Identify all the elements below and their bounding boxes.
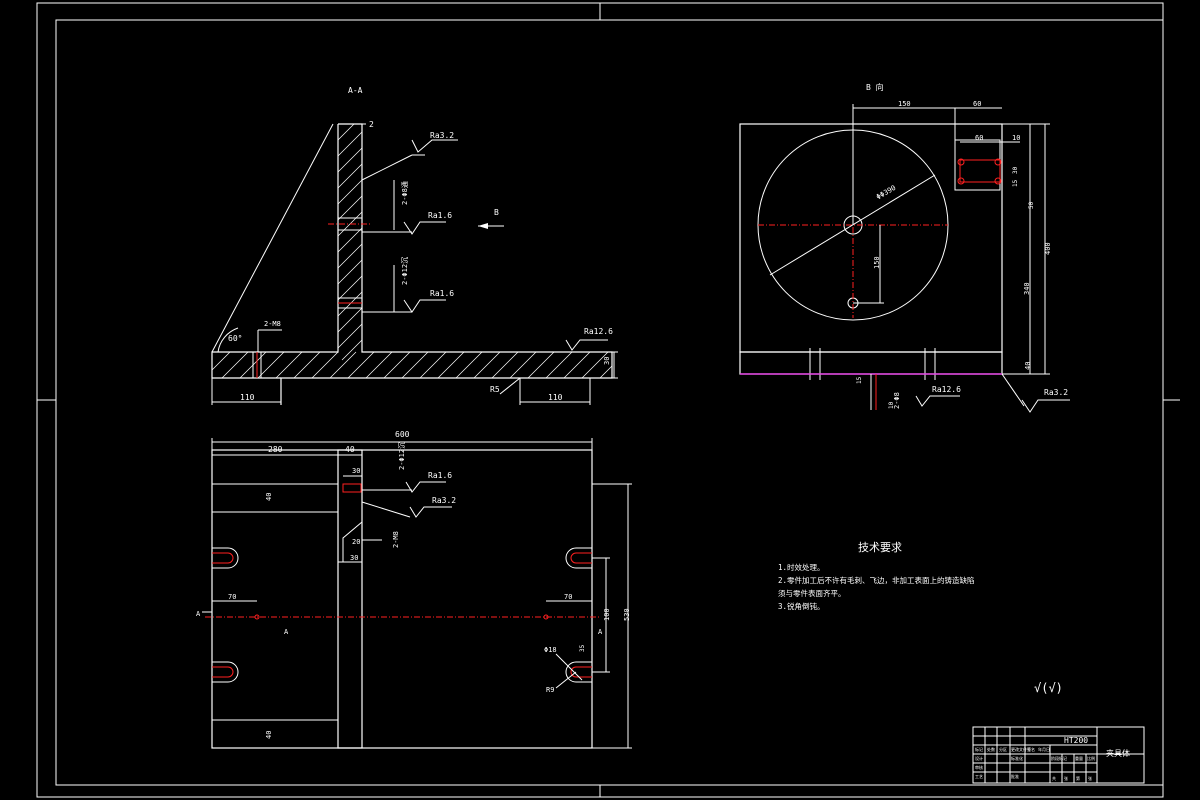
plan-dim-40b: 40 bbox=[265, 493, 273, 501]
view-b: B 向 ΦΦ390 150 60 60 10 30 15 50 400 bbox=[739, 82, 1070, 413]
view-b-dim-15: 15 bbox=[1012, 179, 1019, 187]
tb-label-6: 设计 bbox=[975, 755, 983, 761]
plan-roughness-1: Ra1.6 bbox=[428, 471, 452, 480]
section-hatch bbox=[211, 123, 613, 379]
view-b-dim-50: 50 bbox=[1028, 201, 1035, 209]
roughness-4: Ra12.6 bbox=[584, 327, 613, 336]
title-block: HT200 夹具体 标记 处数 分区 更改文件号 签名 年月日 设计 标准化 阶… bbox=[972, 726, 1145, 784]
plan-dim-530: 530 bbox=[623, 608, 631, 621]
dim-left: 110 bbox=[240, 393, 255, 402]
plan-view: 600 280 40 30 40 40 30 20 2-Φ12沉 Ra1.6 R… bbox=[196, 430, 632, 749]
plan-dim-40c: 40 bbox=[265, 731, 273, 739]
technical-requirements: 技术要求 1.时效处理。 2.零件加工后不许有毛刺、飞边，非加工表面上的铸造缺陷… bbox=[778, 541, 1063, 695]
tech-req-item-4: 3.锐角倒钝。 bbox=[778, 601, 825, 611]
view-b-dim-400: 400 bbox=[1044, 242, 1052, 255]
tb-label-9: 重量 bbox=[1075, 755, 1083, 761]
section-mark-left: A bbox=[196, 610, 201, 618]
view-b-dim-150: 150 bbox=[898, 100, 911, 108]
tb-label-7: 标准化 bbox=[1011, 755, 1023, 761]
plan-dim-280: 280 bbox=[268, 445, 283, 454]
plan-dim-20: 20 bbox=[352, 538, 360, 546]
sheet-frame bbox=[36, 2, 1180, 798]
material: HT200 bbox=[1064, 736, 1088, 745]
dim-top: 2 bbox=[369, 120, 374, 129]
hole-note-2: 2-Φ12沉 bbox=[401, 257, 409, 285]
view-b-dim-15b: 15 bbox=[856, 376, 863, 384]
radius-label: R5 bbox=[490, 385, 500, 394]
dim-thickness: 30 bbox=[603, 357, 611, 365]
view-b-dim-40: 40 bbox=[1024, 362, 1032, 370]
plan-hole-note-1: 2-Φ12沉 bbox=[398, 442, 406, 470]
roughness-3: Ra1.6 bbox=[430, 289, 454, 298]
section-mark-right: A bbox=[598, 628, 603, 636]
view-b-dim-30: 30 bbox=[1012, 166, 1019, 174]
plan-dim-70a: 70 bbox=[228, 593, 236, 601]
plan-dim-30: 30 bbox=[352, 467, 360, 475]
tb-label-3: 更改文件号 bbox=[1011, 746, 1031, 752]
tb-label-11: 审核 bbox=[975, 764, 983, 770]
plan-hole-dia: Φ18 bbox=[544, 646, 557, 654]
plan-dim-100: 100 bbox=[603, 608, 611, 621]
tb-label-12: 工艺 bbox=[975, 774, 983, 779]
tb-label-2: 分区 bbox=[999, 746, 1007, 752]
tb-label-1: 处数 bbox=[987, 746, 995, 752]
tb-label-15: 张 bbox=[1064, 775, 1068, 781]
view-arrow-label: B bbox=[494, 208, 499, 217]
hole-note-1: 2-Φ8通 bbox=[400, 181, 409, 205]
tb-label-8: 阶段标记 bbox=[1051, 755, 1067, 761]
section-title: A-A bbox=[348, 86, 363, 95]
roughness-other-symbol: √(√) bbox=[1034, 681, 1063, 695]
tb-label-13: 批准 bbox=[1011, 773, 1019, 779]
thread-note: 2-M8 bbox=[264, 320, 281, 328]
view-b-diameter: ΦΦ390 bbox=[875, 184, 897, 201]
dim-right: 110 bbox=[548, 393, 563, 402]
view-b-title: B 向 bbox=[866, 82, 884, 92]
tech-req-item-1: 1.时效处理。 bbox=[778, 562, 825, 572]
view-b-dim-60a: 60 bbox=[973, 100, 981, 108]
tb-label-17: 张 bbox=[1088, 775, 1092, 781]
tb-label-5: 年月日 bbox=[1038, 746, 1050, 752]
plan-dim-70b: 70 bbox=[564, 593, 572, 601]
plan-dim-40: 40 bbox=[345, 445, 355, 454]
tb-label-4: 签名 bbox=[1027, 746, 1035, 752]
angle-label: 60° bbox=[228, 334, 242, 343]
tb-label-16: 第 bbox=[1076, 775, 1080, 781]
tb-label-0: 标记 bbox=[975, 746, 983, 752]
tech-req-item-3: 须与零件表面齐平。 bbox=[778, 588, 846, 598]
tech-req-title: 技术要求 bbox=[858, 541, 902, 554]
view-b-hole-note: 2-Φ8 bbox=[893, 392, 901, 409]
tb-label-10: 比例 bbox=[1087, 755, 1095, 761]
view-b-roughness-2: Ra3.2 bbox=[1044, 388, 1068, 397]
plan-dim-600: 600 bbox=[395, 430, 410, 439]
view-b-dim-10b: 10 bbox=[888, 401, 895, 409]
part-name: 夹具体 bbox=[1106, 748, 1130, 758]
plan-roughness-2: Ra3.2 bbox=[432, 496, 456, 505]
plan-hole-note-2: 2-M8 bbox=[392, 531, 400, 548]
roughness-2: Ra1.6 bbox=[428, 211, 452, 220]
view-b-roughness-1: Ra12.6 bbox=[932, 385, 961, 394]
plan-dim-35: 35 bbox=[579, 644, 586, 652]
roughness-1: Ra3.2 bbox=[430, 131, 454, 140]
section-mark-mid: A bbox=[284, 628, 289, 636]
tb-label-14: 共 bbox=[1052, 775, 1056, 781]
view-b-dim-60b: 60 bbox=[975, 134, 983, 142]
tech-req-item-2: 2.零件加工后不许有毛刺、飞边，非加工表面上的铸造缺陷 bbox=[778, 575, 975, 585]
section-view-a-a: A-A bbox=[211, 86, 618, 405]
plan-dim-30b: 30 bbox=[350, 554, 358, 562]
view-b-dim-340: 340 bbox=[1023, 282, 1031, 295]
view-b-dim-10: 10 bbox=[1012, 134, 1020, 142]
view-b-dim-150b: 150 bbox=[873, 256, 881, 269]
plan-dim-r9: R9 bbox=[546, 686, 554, 694]
